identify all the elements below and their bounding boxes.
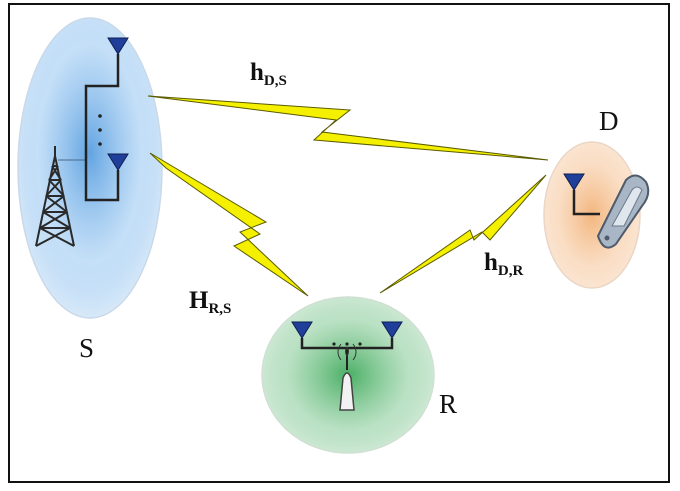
- link-symbol: h: [484, 249, 498, 276]
- link-label-relay-source: HR,S: [189, 288, 231, 317]
- link-label-destination-relay: hD,R: [484, 250, 523, 279]
- source-node-ellipse: [17, 17, 163, 319]
- link-relay-destination-lightning: [379, 174, 547, 294]
- relay-label: R: [439, 389, 458, 419]
- link-subscript: D,S: [263, 73, 287, 89]
- antenna-icon: [107, 37, 129, 55]
- tower-icon: [35, 146, 75, 247]
- link-subscript: D,R: [497, 263, 524, 279]
- relay-antenna-array: [291, 321, 403, 370]
- link-source-relay-lightning: [149, 152, 309, 297]
- link-symbol: h: [250, 59, 264, 86]
- mobile-phone-icon: [596, 174, 650, 249]
- link-symbol: H: [189, 287, 209, 314]
- source-antenna-array: [84, 37, 129, 202]
- antenna-icon: [381, 321, 403, 339]
- source-label: S: [79, 333, 95, 363]
- antenna-icon: [563, 173, 585, 191]
- destination-antenna: [563, 173, 600, 216]
- link-label-source-destination: hD,S: [250, 60, 287, 89]
- relay-device-icon: [337, 343, 357, 411]
- link-source-destination-lightning: [147, 95, 549, 161]
- antenna-icon: [107, 153, 129, 171]
- link-subscript: R,S: [208, 301, 232, 317]
- antenna-icon: [291, 321, 313, 339]
- destination-label: D: [599, 106, 619, 136]
